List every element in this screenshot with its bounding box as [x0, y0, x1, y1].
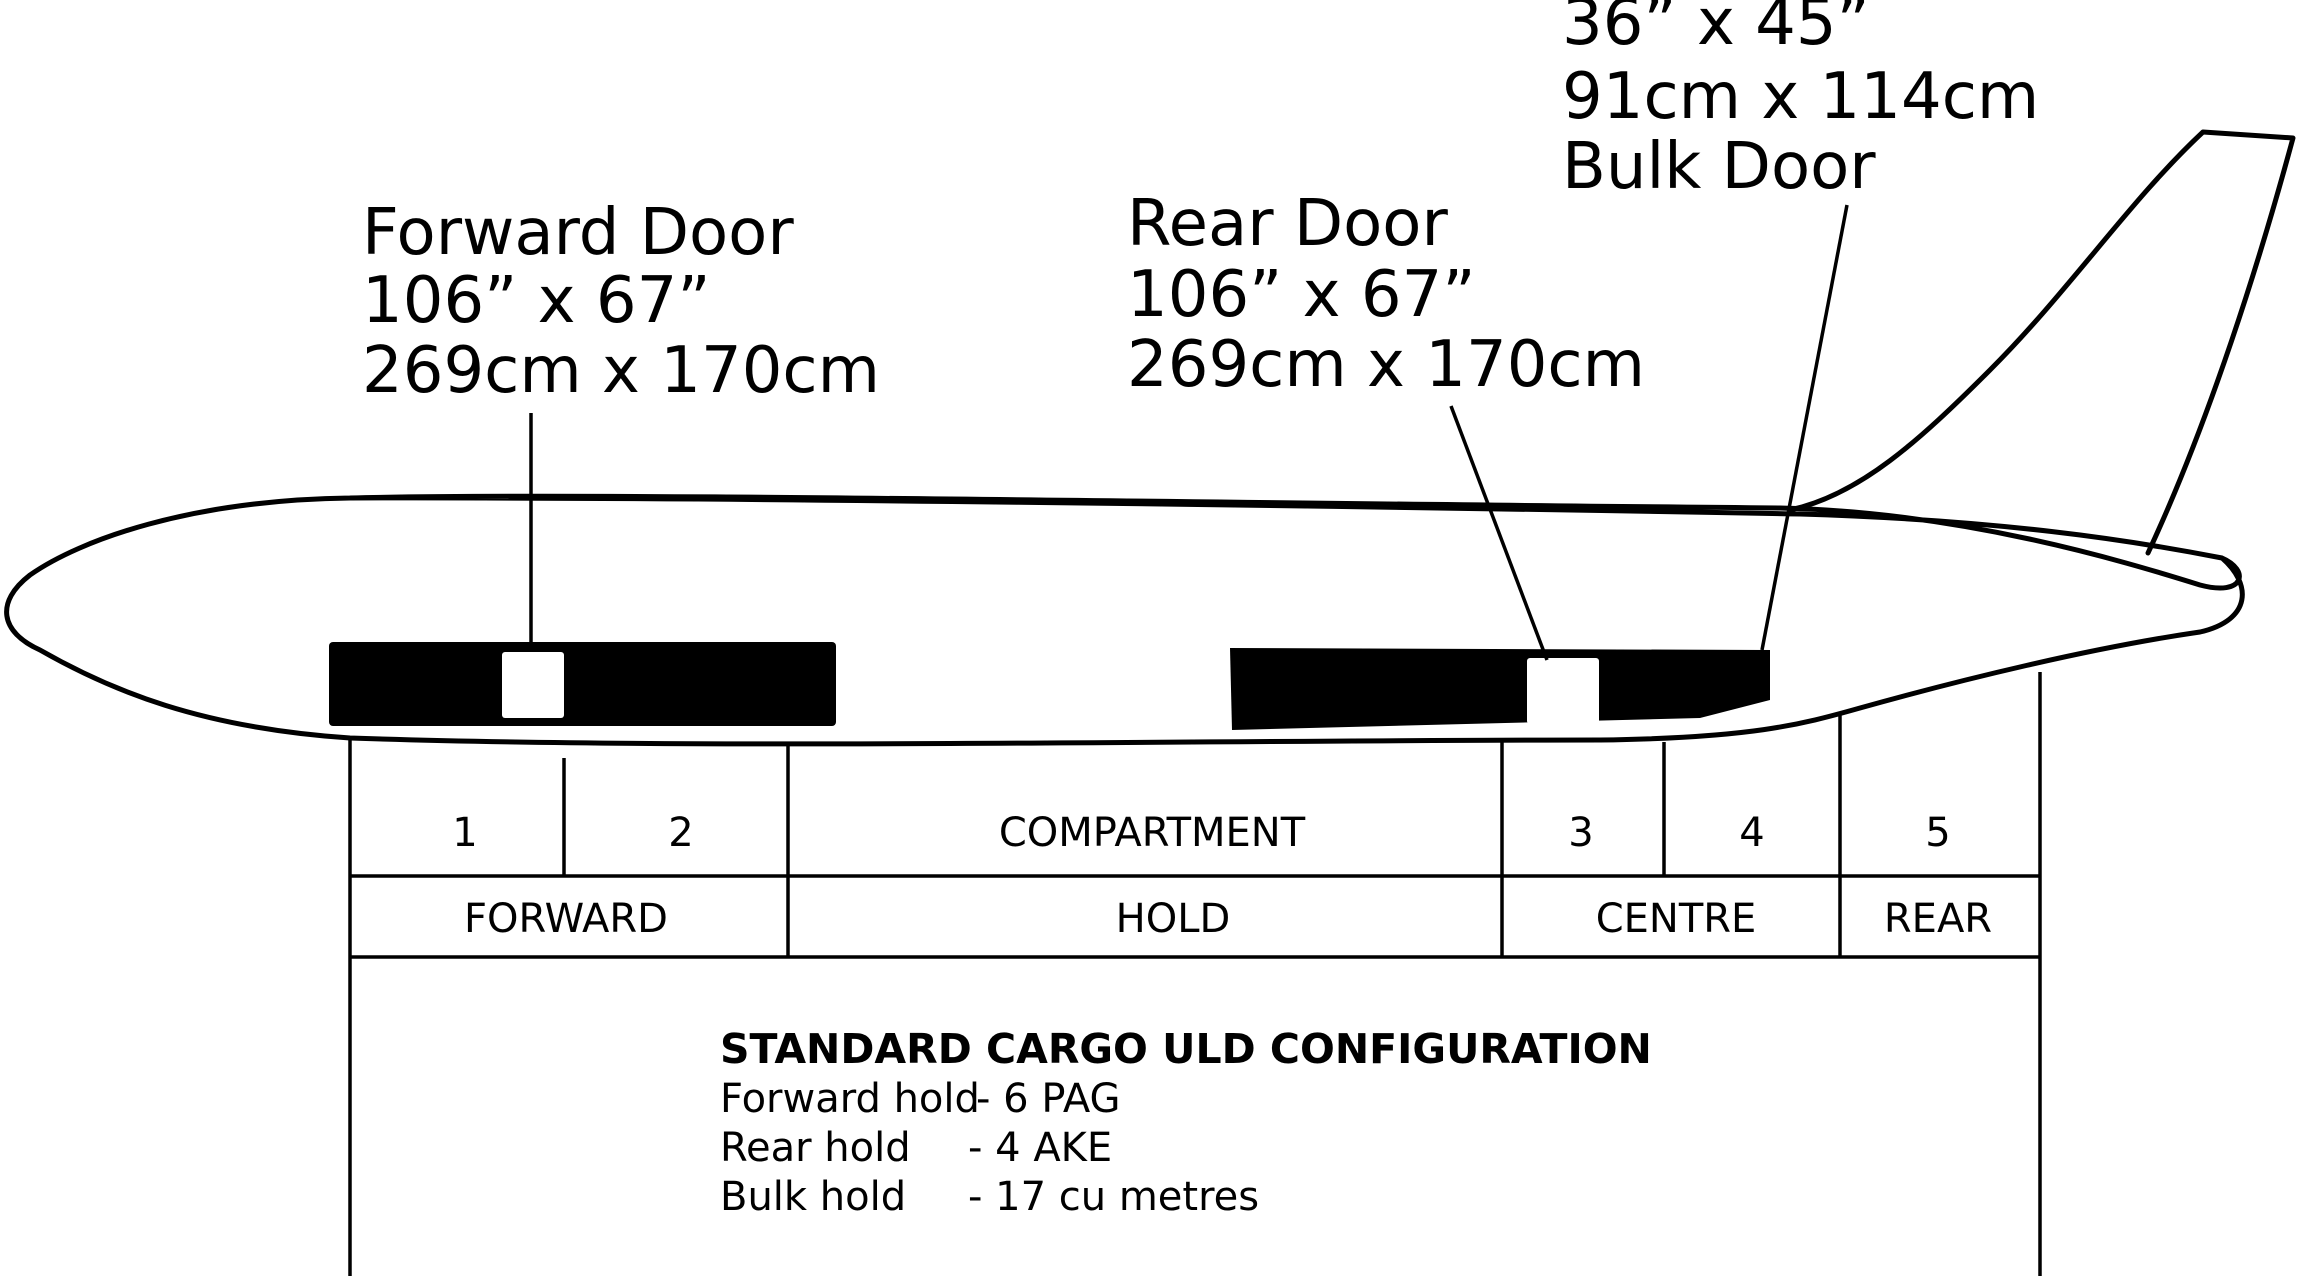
- forward-door-title: Forward Door: [362, 196, 794, 270]
- config-line-bulk-value: - 17 cu metres: [968, 1174, 1259, 1220]
- tail-fin: [1787, 129, 2296, 556]
- compartment-2-label: 2: [668, 810, 693, 856]
- rear-hold-bar: [1230, 648, 1770, 730]
- config-line-forward-label: Forward hold: [720, 1076, 980, 1122]
- hold-forward-label: FORWARD: [464, 896, 668, 942]
- rear-door-size-cm: 269cm x 170cm: [1127, 328, 1645, 402]
- compartment-5-label: 5: [1925, 810, 1950, 856]
- config-line-bulk-label: Bulk hold: [720, 1174, 906, 1220]
- compartment-3-label: 3: [1568, 810, 1593, 856]
- bulk-door-size-cm: 91cm x 114cm: [1562, 60, 2039, 134]
- rear-door-marker: [1527, 658, 1599, 724]
- bulk-door-leader: [1760, 204, 1849, 651]
- hold-centre-label: CENTRE: [1596, 896, 1757, 942]
- compartment-1-label: 1: [452, 810, 477, 856]
- forward-hold-bar: [329, 642, 836, 726]
- hold-label: HOLD: [1116, 896, 1231, 942]
- forward-door-size-cm: 269cm x 170cm: [362, 334, 880, 408]
- forward-door-size-in: 106” x 67”: [362, 264, 710, 338]
- rear-door-size-in: 106” x 67”: [1127, 258, 1475, 332]
- bulk-door-size-in: 36” x 45”: [1562, 0, 1870, 60]
- compartment-header-label: COMPARTMENT: [999, 810, 1306, 856]
- config-line-rear-label: Rear hold: [720, 1125, 911, 1171]
- bulk-door-title: Bulk Door: [1562, 130, 1876, 204]
- forward-door-marker: [502, 652, 564, 718]
- rear-door-leader: [1449, 405, 1549, 661]
- rear-door-title: Rear Door: [1127, 187, 1448, 261]
- config-line-rear-value: - 4 AKE: [968, 1125, 1112, 1171]
- config-line-forward-value: - 6 PAG: [976, 1076, 1121, 1122]
- compartment-table: [348, 672, 2042, 1276]
- hold-rear-label: REAR: [1884, 896, 1992, 942]
- fuselage-outline: [4, 493, 2245, 747]
- configuration-title: STANDARD CARGO ULD CONFIGURATION: [720, 1025, 1652, 1073]
- compartment-4-label: 4: [1739, 810, 1764, 856]
